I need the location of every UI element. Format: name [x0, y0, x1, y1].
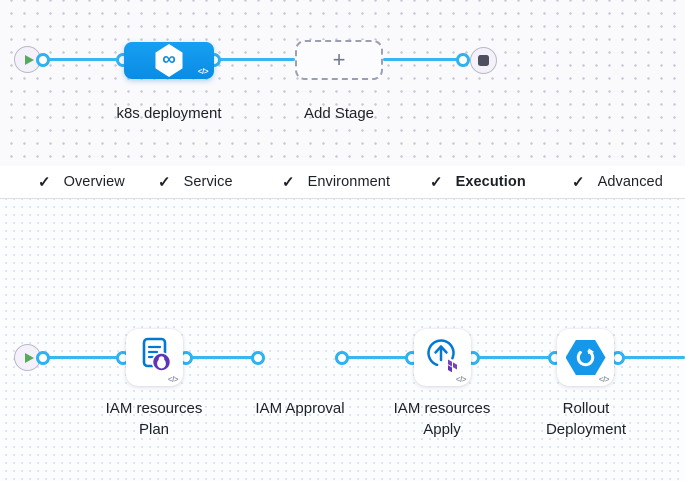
step-iam-resources-plan[interactable]: </> [126, 329, 183, 386]
check-icon: ✓ [572, 173, 585, 191]
check-icon: ✓ [430, 173, 443, 191]
play-icon [24, 352, 34, 363]
add-stage-button[interactable]: + [295, 40, 383, 80]
connector-line [43, 58, 123, 61]
step-rollout-deployment[interactable]: </> [557, 329, 614, 386]
step-label: IAM Approval [255, 400, 345, 417]
tab-overview[interactable]: ✓ Overview [38, 166, 125, 197]
plus-icon: + [332, 47, 346, 72]
tab-advanced[interactable]: ✓ Advanced [572, 166, 663, 197]
stage-label: k8s deployment [116, 105, 222, 122]
tab-label: Execution [455, 173, 526, 190]
terraform-apply-icon [424, 336, 462, 379]
code-icon: </> [167, 375, 179, 384]
connector-line [342, 356, 412, 359]
code-icon: </> [455, 375, 467, 384]
connector-dot [36, 351, 50, 365]
connector-line [473, 356, 555, 359]
tab-execution[interactable]: ✓ Execution [430, 166, 526, 197]
connector-dot [251, 351, 265, 365]
tab-service[interactable]: ✓ Service [158, 166, 233, 197]
stage-config-tabbar: ✓ Overview ✓ Service ✓ Environment ✓ Exe… [0, 166, 685, 365]
check-icon: ✓ [158, 173, 171, 191]
step-label: IAM resources Plan [105, 400, 203, 438]
step-label: IAM resources Apply [393, 400, 491, 438]
check-icon: ✓ [282, 173, 295, 191]
connector-line [186, 356, 258, 359]
code-icon: </> [598, 375, 610, 384]
pipeline-end-node [470, 47, 497, 74]
connector-dot [36, 53, 50, 67]
execution-canvas: </> </> [0, 199, 685, 481]
k8s-rollout-icon [565, 340, 606, 375]
connector-line [214, 58, 295, 61]
check-icon: ✓ [38, 173, 51, 191]
connector-dot [335, 351, 349, 365]
step-label: Rollout Deployment [545, 400, 627, 438]
step-iam-resources-apply[interactable]: </> [414, 329, 471, 386]
harness-cd-stage-icon: ∞ [155, 44, 183, 77]
stage-node-k8s-deployment[interactable]: ∞ </> [124, 42, 214, 79]
connector-line [383, 58, 463, 61]
code-icon: </> [197, 67, 209, 76]
tab-environment[interactable]: ✓ Environment [282, 166, 390, 197]
terraform-plan-icon [136, 336, 174, 379]
tab-label: Environment [307, 173, 391, 190]
tab-label: Service [183, 173, 233, 190]
play-icon [24, 54, 34, 65]
connector-line [43, 356, 123, 359]
stop-icon [478, 55, 489, 66]
add-stage-label: Add Stage [303, 105, 375, 122]
stage-canvas: ∞ </> + k8s deployment Add Stage [0, 0, 685, 166]
connector-line [618, 356, 685, 359]
tab-label: Overview [63, 173, 125, 190]
connector-dot [456, 53, 470, 67]
tab-label: Advanced [597, 173, 663, 190]
